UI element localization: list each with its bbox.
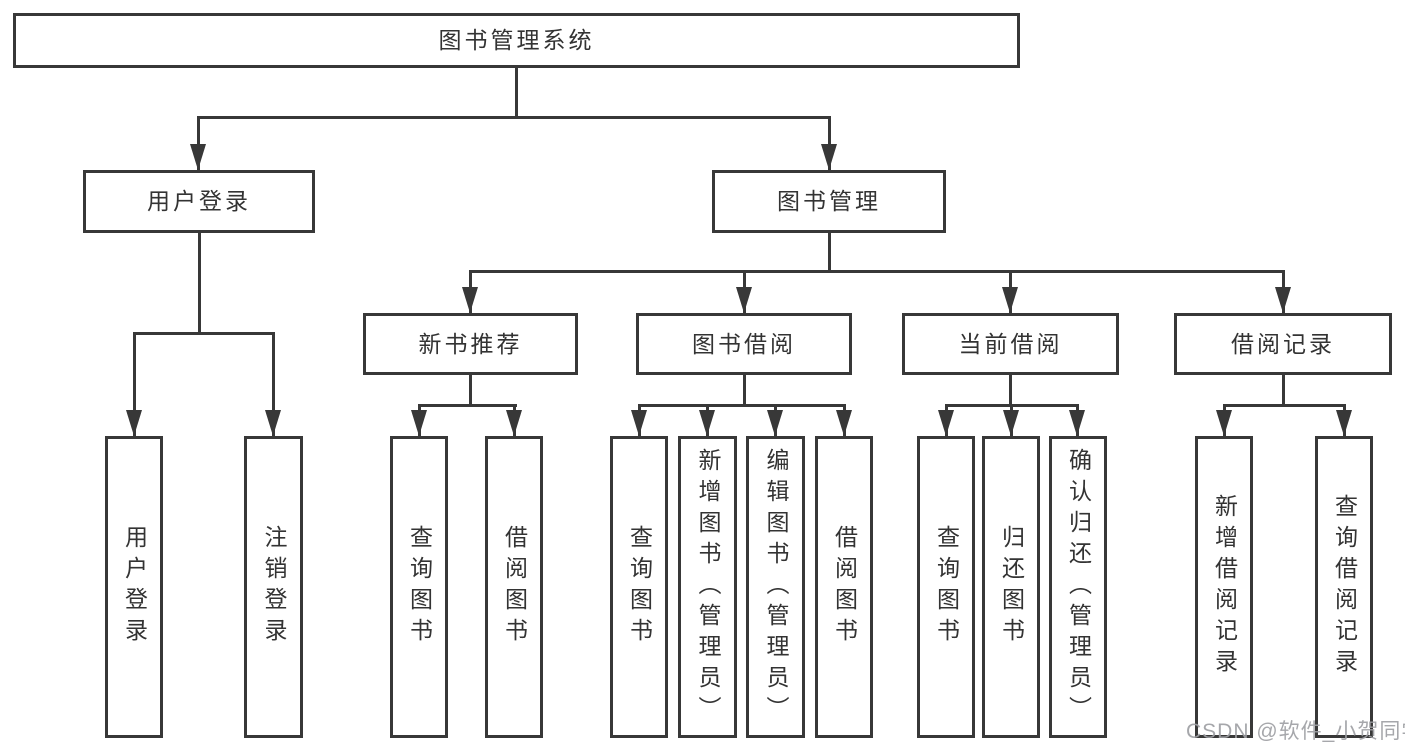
node-borrow-records-label: 借阅记录 <box>1231 330 1335 357</box>
arrow-down-icon <box>1069 410 1085 436</box>
leaf-confirm-return-admin: 确认归还（管理员） <box>1049 436 1107 738</box>
leaf-borrow-book-recommend-label: 借阅图书 <box>501 525 528 649</box>
leaf-add-book-admin-label: 新增图书（管理员） <box>695 447 721 727</box>
leaf-query-borrow-record: 查询借阅记录 <box>1315 436 1373 738</box>
leaf-return-book: 归还图书 <box>982 436 1040 738</box>
leaf-user-login: 用户登录 <box>105 436 163 738</box>
leaf-logout: 注销登录 <box>244 436 303 738</box>
arrow-down-icon <box>462 287 478 313</box>
node-borrow-records: 借阅记录 <box>1174 313 1392 375</box>
connector-line <box>197 116 200 170</box>
arrow-down-icon <box>506 410 522 436</box>
arrow-down-icon <box>699 410 715 436</box>
node-current-borrow-label: 当前借阅 <box>958 330 1063 357</box>
arrow-down-icon <box>265 410 281 436</box>
leaf-query-book-recommend-label: 查询图书 <box>406 525 433 649</box>
leaf-add-book-admin: 新增图书（管理员） <box>678 436 737 738</box>
leaf-query-book-current-label: 查询图书 <box>933 525 960 649</box>
leaf-query-book-current: 查询图书 <box>917 436 975 738</box>
leaf-query-book-borrow-label: 查询图书 <box>626 525 653 649</box>
arrow-down-icon <box>190 144 206 170</box>
arrow-down-icon <box>1336 410 1352 436</box>
node-user-login: 用户登录 <box>83 170 315 233</box>
leaf-query-book-borrow: 查询图书 <box>610 436 668 738</box>
connector-line <box>418 404 517 407</box>
leaf-edit-book-admin-label: 编辑图书（管理员） <box>763 447 789 727</box>
connector-line <box>828 116 831 170</box>
node-current-borrow: 当前借阅 <box>902 313 1119 375</box>
node-book-borrow-label: 图书借阅 <box>692 330 796 357</box>
leaf-add-borrow-record-label: 新增借阅记录 <box>1211 494 1238 680</box>
node-new-book-recommend: 新书推荐 <box>363 313 578 375</box>
leaf-confirm-return-admin-label: 确认归还（管理员） <box>1065 447 1092 727</box>
connector-line <box>638 404 846 407</box>
node-book-management-label: 图书管理 <box>777 188 881 214</box>
arrow-down-icon <box>736 287 752 313</box>
leaf-user-login-label: 用户登录 <box>121 525 148 649</box>
connector-line <box>133 332 275 335</box>
node-root-label: 图书管理系统 <box>438 27 595 53</box>
leaf-edit-book-admin: 编辑图书（管理员） <box>746 436 805 738</box>
arrow-down-icon <box>938 410 954 436</box>
connector-line <box>272 332 275 436</box>
connector-line <box>828 233 831 273</box>
connector-line <box>133 332 136 436</box>
leaf-add-borrow-record: 新增借阅记录 <box>1195 436 1253 738</box>
arrow-down-icon <box>1216 410 1232 436</box>
arrow-down-icon <box>836 410 852 436</box>
leaf-logout-label: 注销登录 <box>261 525 287 649</box>
connector-line <box>1282 375 1285 407</box>
leaf-query-borrow-record-label: 查询借阅记录 <box>1331 494 1358 680</box>
node-new-book-recommend-label: 新书推荐 <box>418 330 523 357</box>
node-user-login-label: 用户登录 <box>147 188 251 214</box>
leaf-return-book-label: 归还图书 <box>998 525 1025 649</box>
arrow-down-icon <box>767 410 783 436</box>
leaf-borrow-book-label: 借阅图书 <box>831 525 858 649</box>
arrow-down-icon <box>1275 287 1291 313</box>
arrow-down-icon <box>126 410 142 436</box>
connector-line <box>469 270 1285 273</box>
connector-line <box>743 375 746 407</box>
arrow-down-icon <box>411 410 427 436</box>
arrow-down-icon <box>821 144 837 170</box>
connector-line <box>469 375 472 407</box>
arrow-down-icon <box>1002 287 1018 313</box>
node-book-management: 图书管理 <box>712 170 946 233</box>
node-root: 图书管理系统 <box>13 13 1020 68</box>
leaf-borrow-book: 借阅图书 <box>815 436 873 738</box>
node-book-borrow: 图书借阅 <box>636 313 852 375</box>
arrow-down-icon <box>631 410 647 436</box>
leaf-query-book-recommend: 查询图书 <box>390 436 448 738</box>
connector-line <box>198 233 201 334</box>
connector-line <box>1009 375 1012 407</box>
connector-line <box>197 116 831 119</box>
csdn-watermark: CSDN @软件_小贺同学 <box>1186 720 1405 743</box>
connector-line <box>1223 404 1346 407</box>
arrow-down-icon <box>1003 410 1019 436</box>
connector-line <box>515 68 518 119</box>
leaf-borrow-book-recommend: 借阅图书 <box>485 436 543 738</box>
